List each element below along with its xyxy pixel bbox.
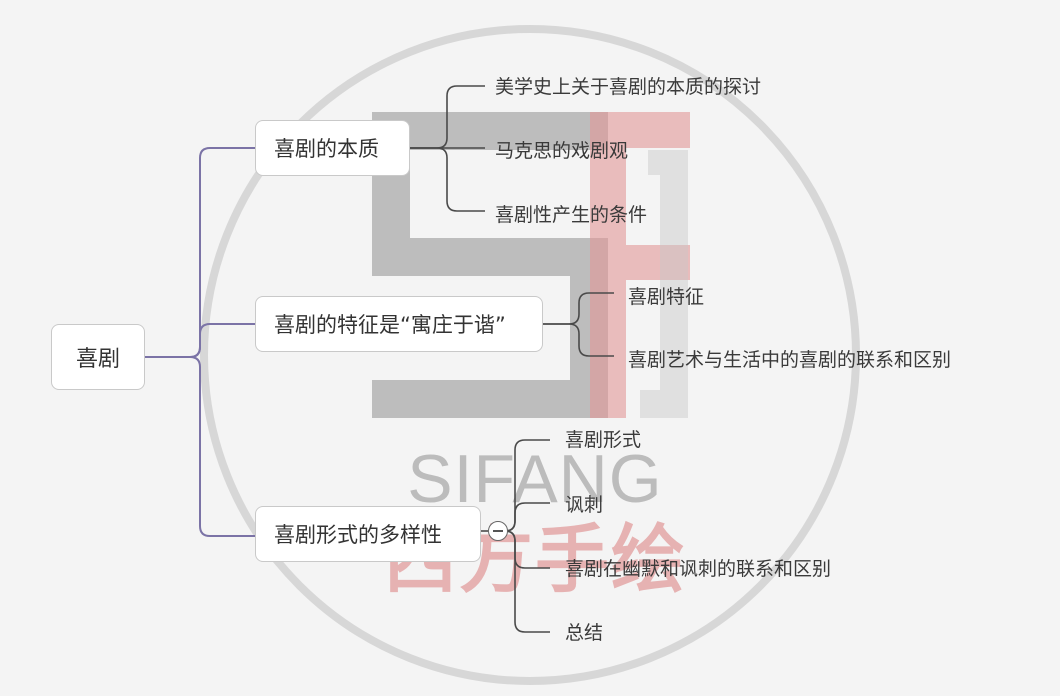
leaf-node[interactable]: 马克思的戏剧观 — [495, 140, 629, 162]
leaf-node[interactable]: 总结 — [565, 622, 604, 644]
leaf-node[interactable]: 讽刺 — [565, 494, 604, 516]
link-root-branch-2 — [145, 323, 255, 358]
link-b3-c4 — [504, 530, 550, 633]
link-b2-c2 — [543, 323, 614, 357]
root-links — [145, 147, 255, 537]
leaf-node[interactable]: 喜剧特征 — [628, 286, 705, 308]
link-root-branch-1 — [145, 147, 255, 358]
link-b3-c1 — [504, 439, 550, 532]
link-b2-c1 — [543, 292, 614, 325]
link-b1-c1 — [410, 85, 485, 149]
link-b1-c3 — [410, 147, 485, 212]
leaf-node[interactable]: 喜剧性产生的条件 — [495, 204, 648, 226]
branch-links — [410, 85, 614, 633]
leaf-node[interactable]: 美学史上关于喜剧的本质的探讨 — [495, 76, 762, 98]
link-root-branch-3 — [145, 356, 255, 537]
root-node[interactable]: 喜剧 — [51, 324, 145, 390]
collapse-toggle-button[interactable] — [488, 521, 508, 541]
leaf-node[interactable]: 喜剧形式 — [565, 429, 642, 451]
leaf-node[interactable]: 喜剧在幽默和讽刺的联系和区别 — [565, 558, 832, 580]
link-b3-c2 — [504, 502, 550, 532]
branch-node-features[interactable]: 喜剧的特征是“寓庄于谐” — [255, 296, 543, 352]
branch-node-diversity[interactable]: 喜剧形式的多样性 — [255, 506, 481, 562]
branch-node-essence[interactable]: 喜剧的本质 — [255, 120, 410, 176]
leaf-node[interactable]: 喜剧艺术与生活中的喜剧的联系和区别 — [628, 349, 952, 371]
link-b3-c3 — [504, 530, 550, 569]
